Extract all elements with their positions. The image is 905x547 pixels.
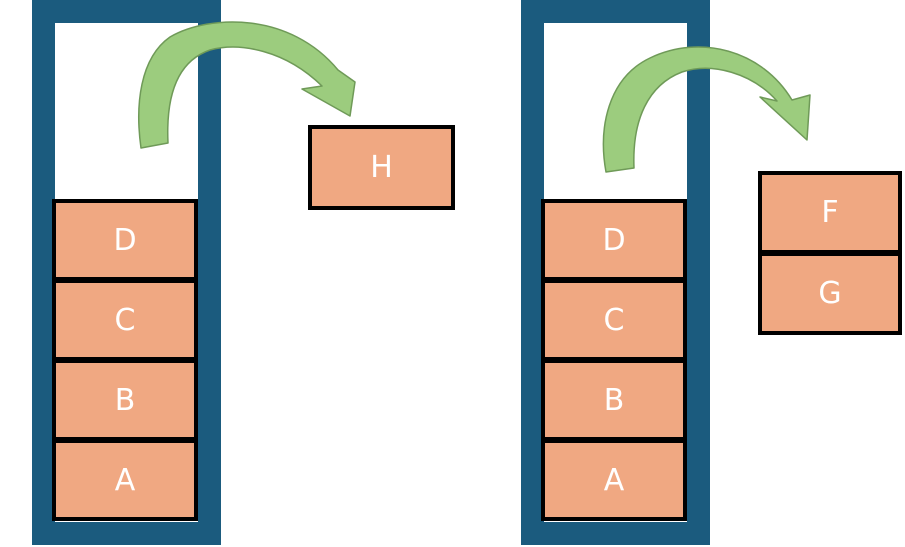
right-stack-item-c: C [541, 279, 687, 361]
right-stack-item-b: B [541, 359, 687, 441]
right-stack-item-d: D [541, 199, 687, 281]
right-popped-item-f: F [758, 171, 902, 254]
left-popped-item-h: H [308, 125, 455, 210]
left-stack-item-a: A [52, 439, 198, 521]
right-stack-item-a: A [541, 439, 687, 521]
left-stack-item-b: B [52, 359, 198, 441]
right-popped-item-g: G [758, 252, 902, 335]
left-stack-item-c: C [52, 279, 198, 361]
